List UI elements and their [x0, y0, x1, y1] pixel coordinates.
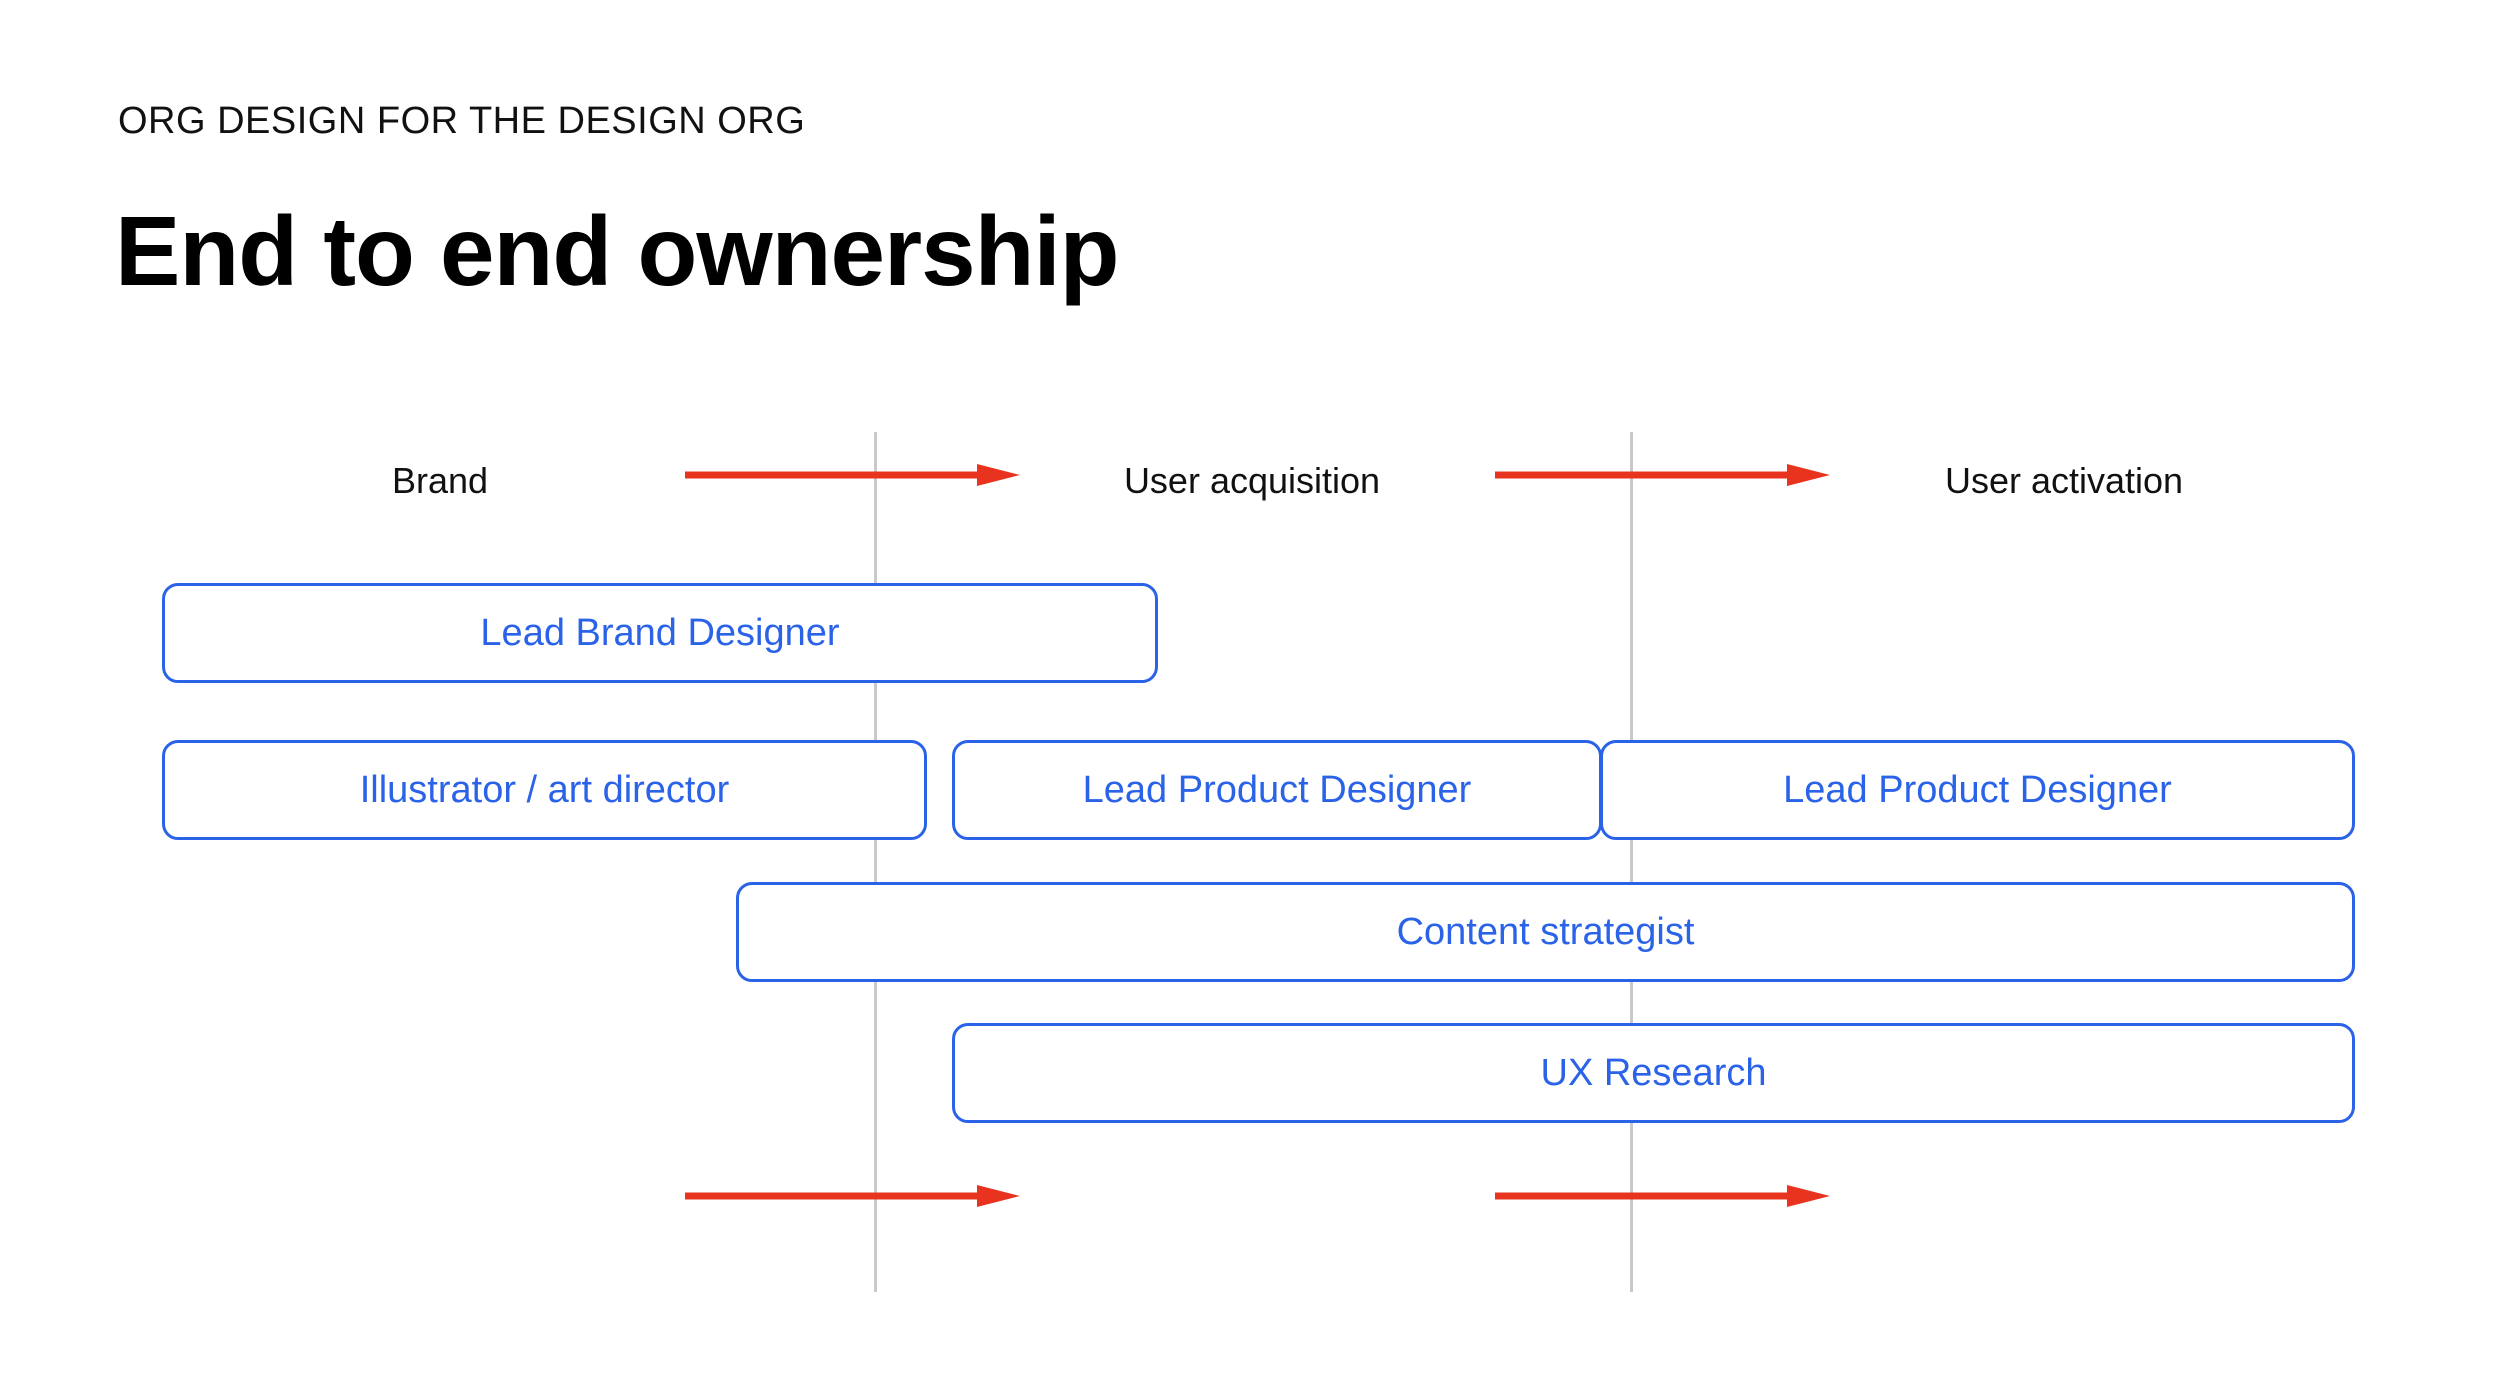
role-bar-lead-brand-designer[interactable]: Lead Brand Designer: [162, 583, 1158, 683]
column-header-user-acquisition: User acquisition: [1123, 460, 1381, 501]
arrow-brand-to-acquisition-icon: [685, 464, 1020, 486]
role-bar-illustrator-art-director[interactable]: Illustrator / art director: [162, 740, 927, 840]
column-header-user-activation: User activation: [1944, 460, 2184, 501]
arrow-acquisition-to-activation-icon: [1495, 464, 1830, 486]
role-bar-lead-product-designer-acquisition[interactable]: Lead Product Designer: [952, 740, 1602, 840]
arrow-bottom-acquisition-to-activation-icon: [1495, 1185, 1830, 1207]
stage-divider-2: [1630, 432, 1633, 1292]
page-title: End to end ownership: [115, 196, 1120, 306]
column-header-brand: Brand: [391, 460, 489, 501]
role-bar-content-strategist[interactable]: Content strategist: [736, 882, 2355, 982]
role-bar-lead-product-designer-activation[interactable]: Lead Product Designer: [1600, 740, 2355, 840]
stage-divider-1: [874, 432, 877, 1292]
slide-eyebrow: ORG DESIGN FOR THE DESIGN ORG: [118, 100, 806, 142]
arrow-bottom-brand-to-acquisition-icon: [685, 1185, 1020, 1207]
role-bar-ux-research[interactable]: UX Research: [952, 1023, 2355, 1123]
